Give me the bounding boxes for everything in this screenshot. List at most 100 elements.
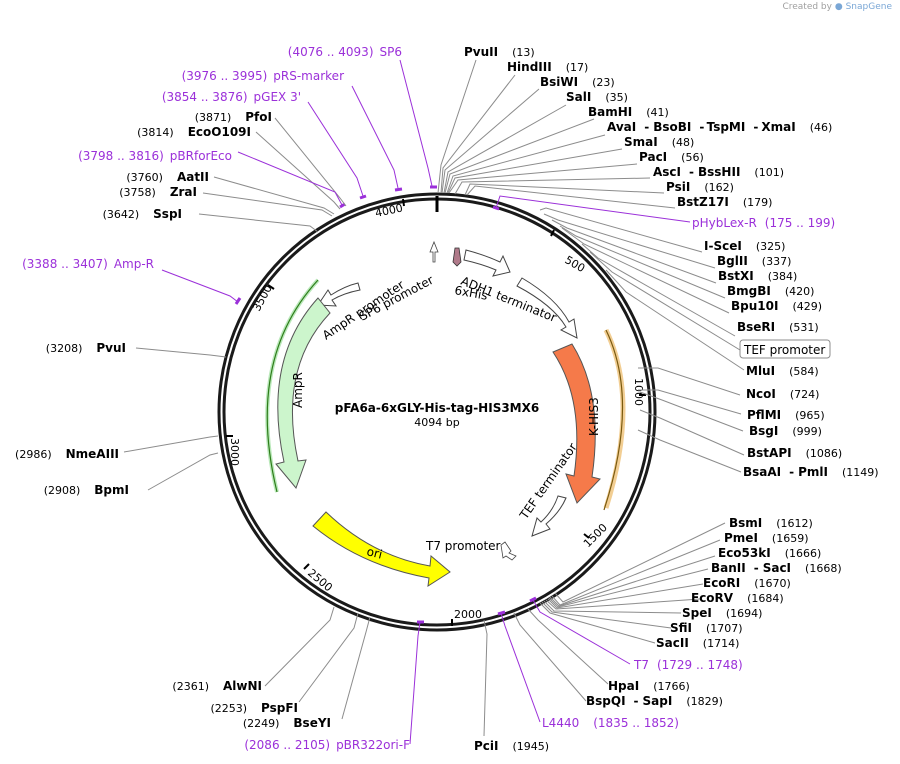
ori-label: ori [365, 544, 384, 561]
khis3-strand-arrow [603, 329, 624, 511]
tick-label-1500: 1500 [581, 521, 610, 550]
plasmid-name: pFA6a-6xGLY-His-tag-HIS3MX6 [335, 401, 539, 415]
site-nmeaiii: (2986)NmeAIII [15, 447, 119, 461]
site-banii-group: BanII-SacI(1668) [711, 561, 842, 575]
primer-sp6-name: SP6 [380, 45, 403, 59]
site-pvuii: PvuII(13) [464, 45, 535, 59]
site-ecorv: EcoRV(1684) [691, 591, 784, 605]
tick-label-2000: 2000 [454, 608, 482, 621]
site-bstxi: BstXI(384) [718, 269, 797, 283]
primer-t7-range: (1729 .. 1748) [657, 658, 743, 672]
ampr-strand-arrow [266, 279, 319, 493]
site-spei: SpeI(1694) [682, 606, 762, 620]
site-pflmi: PflMI(965) [747, 408, 825, 422]
site-pfoi: (3871)PfoI [195, 110, 272, 124]
tick-label-1000: 1000 [632, 378, 645, 406]
primer-prs-marker: (3976 .. 3995) pRS-marker [182, 69, 344, 83]
primer-pbrforeco: (3798 .. 3816) pBRforEco [78, 149, 232, 163]
tick-label-3000: 3000 [228, 438, 241, 466]
site-bsgi: BsgI(999) [749, 424, 822, 438]
khis3-gene-arrow [552, 343, 601, 504]
primer-pbrforeco-name: pBRforEco [170, 149, 232, 163]
primer-pbr322ori-f-range: (2086 .. 2105) [244, 738, 330, 752]
site-zrai: (3758)ZraI [119, 185, 197, 199]
primer-pgex-name: pGEX 3' [254, 90, 301, 104]
primer-phyblex-r-name: pHybLex-R [692, 216, 757, 230]
t7-promoter-arrow [500, 541, 517, 561]
site-bsaai-group: BsaAI-PmlI(1149) [743, 465, 879, 479]
snapgene-logo-icon: ● [834, 2, 843, 12]
credit-brand: SnapGene [845, 2, 892, 12]
primer-pgex: (3854 .. 3876) pGEX 3' [162, 90, 301, 104]
site-sfii: SfiI(1707) [670, 621, 743, 635]
khis3-strand-line [603, 328, 626, 509]
site-mlui: MluI(584) [746, 364, 819, 378]
primer-sp6-range: (4076 .. 4093) [288, 45, 374, 59]
site-paci: PacI(56) [639, 150, 704, 164]
site-ncoi: NcoI(724) [746, 387, 819, 401]
primer-l4440-range: (1835 .. 1852) [593, 716, 679, 730]
site-ecoo109i: (3814)EcoO109I [137, 125, 251, 139]
site-pvui: (3208)PvuI [46, 341, 126, 355]
khis3-label: K-HIS3 [587, 397, 601, 436]
site-aatii: (3760)AatII [126, 170, 209, 184]
his-tag-marker [452, 247, 462, 267]
tick-label-3500: 3500 [250, 283, 275, 314]
tef-promoter-box-label: TEF promoter [743, 343, 825, 357]
site-bpmi: (2908)BpmI [44, 483, 129, 497]
site-bspqi-group: BspQI-SapI(1829) [586, 694, 723, 708]
site-leader-lines [123, 59, 745, 737]
primer-l4440-name: L4440 [542, 716, 579, 730]
site-smai: SmaI(48) [624, 135, 694, 149]
site-pcii: PciI(1945) [474, 739, 549, 753]
site-bglii: BglII(337) [717, 254, 791, 268]
site-hpai: HpaI(1766) [608, 679, 690, 693]
site-eco53ki: Eco53kI(1666) [718, 546, 821, 560]
plasmid-size: 4094 bp [414, 416, 459, 429]
site-sspi: (3642)SspI [103, 207, 182, 221]
site-bpu10i: Bpu10I(429) [731, 299, 822, 313]
primer-t7-name: T7 [633, 658, 649, 672]
primer-sp6: (4076 .. 4093) SP6 [288, 45, 402, 59]
ori-arrow [312, 511, 451, 587]
adh1-terminator-arrow [463, 249, 511, 277]
snapgene-credit: Created by ● SnapGene [782, 2, 892, 12]
primer-pbrforeco-range: (3798 .. 3816) [78, 149, 164, 163]
site-bstapi: BstAPI(1086) [747, 446, 842, 460]
site-psii: PsiI(162) [666, 180, 734, 194]
primer-pgex-range: (3854 .. 3876) [162, 90, 248, 104]
primer-pbr322ori-f: (2086 .. 2105) pBR322ori-F [244, 738, 410, 752]
tick-label-4000: 4000 [374, 201, 404, 220]
site-ecori: EcoRI(1670) [703, 576, 791, 590]
primer-pbr322ori-f-name: pBR322ori-F [336, 738, 410, 752]
site-bseyi: (2249)BseYI [243, 716, 331, 730]
site-bmgbi: BmgBI(420) [727, 284, 814, 298]
site-pspfi: (2253)PspFI [210, 701, 298, 715]
site-hindiii: HindIII(17) [507, 60, 588, 74]
site-pmei: PmeI(1659) [724, 531, 808, 545]
primer-amp-r: (3388 .. 3407) Amp-R [22, 257, 154, 271]
primer-amp-r-name: Amp-R [114, 257, 154, 271]
site-bsiwi: BsiWI(23) [540, 75, 615, 89]
tef-promoter-arrow [516, 277, 578, 339]
site-bamhi: BamHI(41) [588, 105, 669, 119]
site-avai-group: AvaI-BsoBI-TspMI-XmaI(46) [607, 120, 832, 134]
primer-prs-marker-name: pRS-marker [273, 69, 344, 83]
ampr-promoter-label: AmpR promoter [320, 278, 407, 343]
tick-marks [226, 198, 646, 626]
site-bsmi: BsmI(1612) [729, 516, 813, 530]
tef-terminator-arrow [531, 495, 567, 537]
primer-prs-marker-range: (3976 .. 3995) [182, 69, 268, 83]
ampr-label: AmpR [291, 372, 305, 408]
primer-amp-r-range: (3388 .. 3407) [22, 257, 108, 271]
site-i-scei: I-SceI(325) [704, 239, 785, 253]
backbone-outer-ring [217, 192, 657, 632]
ampr-gene-arrow [275, 297, 331, 489]
site-bseri: BseRI(531) [737, 320, 819, 334]
credit-prefix: Created by [782, 2, 832, 12]
primer-phyblex-r-range: (175 .. 199) [765, 216, 835, 230]
t7-promoter-label: T7 promoter [425, 539, 501, 553]
tef-promoter-box [739, 339, 831, 359]
sp6-promoter-arrow [429, 240, 439, 263]
